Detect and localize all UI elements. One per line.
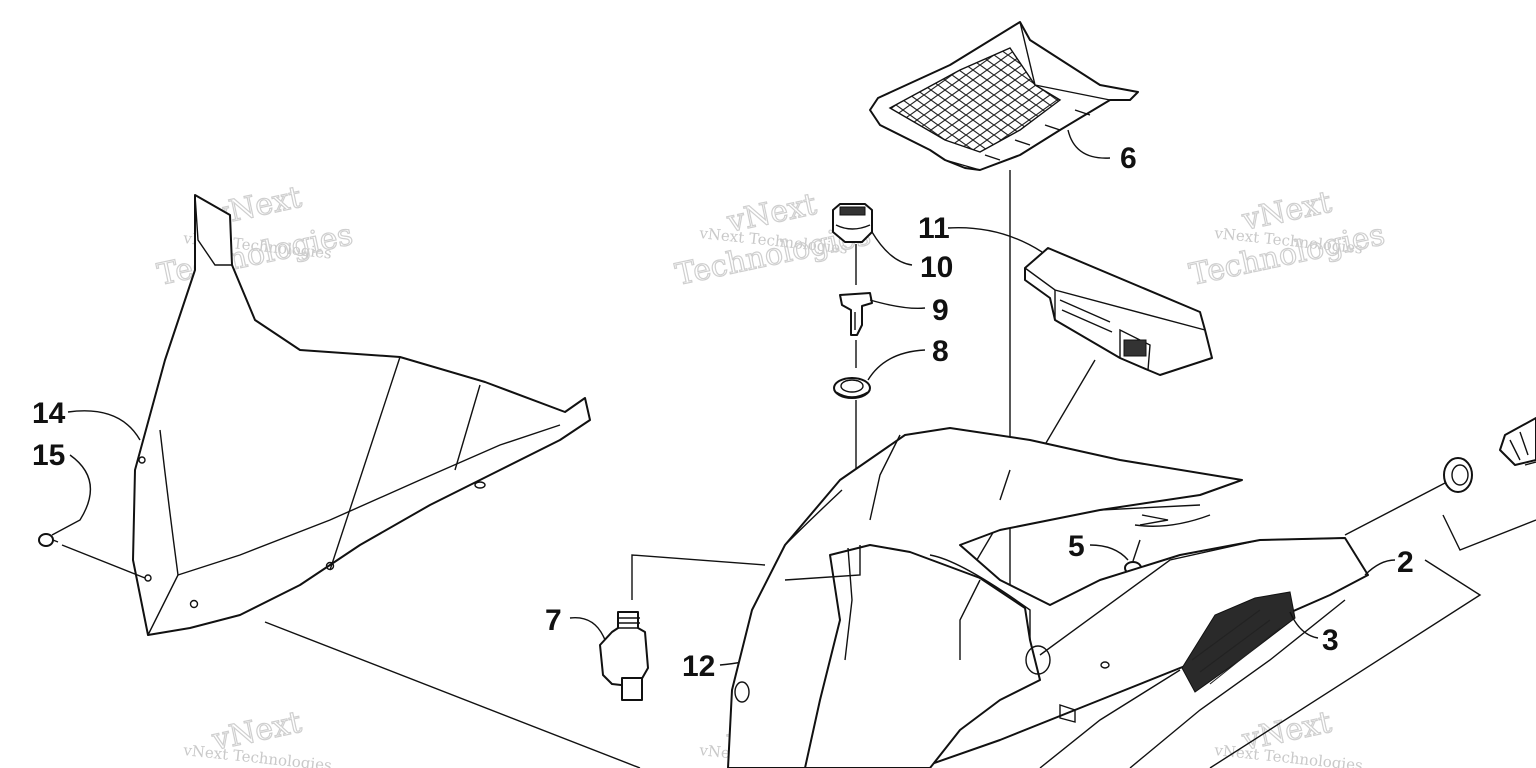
callout-6: 6 xyxy=(1120,142,1137,175)
leader-line-8 xyxy=(867,349,926,381)
leader-line-3 xyxy=(1289,611,1319,639)
grommet-part xyxy=(833,377,871,399)
callout-3: 3 xyxy=(1322,624,1339,657)
watermark-left-top: vNext vNext Technologies Technologies xyxy=(154,179,357,293)
windshield-part xyxy=(132,194,591,636)
mesh-tray-part xyxy=(869,21,1139,171)
switch-part xyxy=(599,611,649,701)
bracket-line-nut xyxy=(1442,514,1536,551)
leader-line-7 xyxy=(569,616,606,641)
leader-line-windshield-down xyxy=(264,621,641,768)
watermark-center-top: vNext vNext Technologies Technologies xyxy=(672,186,875,293)
callout-5: 5 xyxy=(1068,530,1085,563)
callout-7: 7 xyxy=(545,604,562,637)
key-part xyxy=(839,292,873,336)
callout-8: 8 xyxy=(932,335,949,368)
storage-box-part xyxy=(1024,247,1213,376)
lock-nut-part xyxy=(1443,457,1473,493)
screw-part xyxy=(38,533,59,547)
callout-12: 12 xyxy=(682,650,715,683)
watermark-right-bottom: vNext vNext Technologies xyxy=(1213,704,1364,768)
callout-14: 14 xyxy=(32,397,66,430)
leader-line-5 xyxy=(1089,544,1129,561)
callout-10: 10 xyxy=(920,251,953,284)
leader-line-2 xyxy=(1364,559,1396,576)
leader-line-6 xyxy=(1067,129,1111,159)
callout-9: 9 xyxy=(932,294,949,327)
callout-2: 2 xyxy=(1397,546,1414,579)
watermark-left-bottom: vNext vNext Technologies xyxy=(182,704,333,768)
leader-line-9 xyxy=(869,299,926,310)
bracket-line-7 xyxy=(631,554,766,600)
leader-line-2-bracket xyxy=(1209,559,1482,768)
leader-line-15-hole xyxy=(61,544,146,579)
leader-line-nut-hood xyxy=(1344,482,1446,536)
hood-part xyxy=(727,427,1369,768)
callout-15: 15 xyxy=(32,439,65,472)
watermark-right-top: vNext vNext Technologies Technologies xyxy=(1186,184,1389,293)
leader-line-15 xyxy=(51,454,92,536)
filler-neck-part xyxy=(1499,417,1536,466)
leader-line-10 xyxy=(871,231,913,266)
leader-line-11 xyxy=(947,227,1043,253)
callout-11: 11 xyxy=(918,212,950,245)
key-cap-part xyxy=(832,203,873,243)
leader-line-14 xyxy=(67,410,141,441)
